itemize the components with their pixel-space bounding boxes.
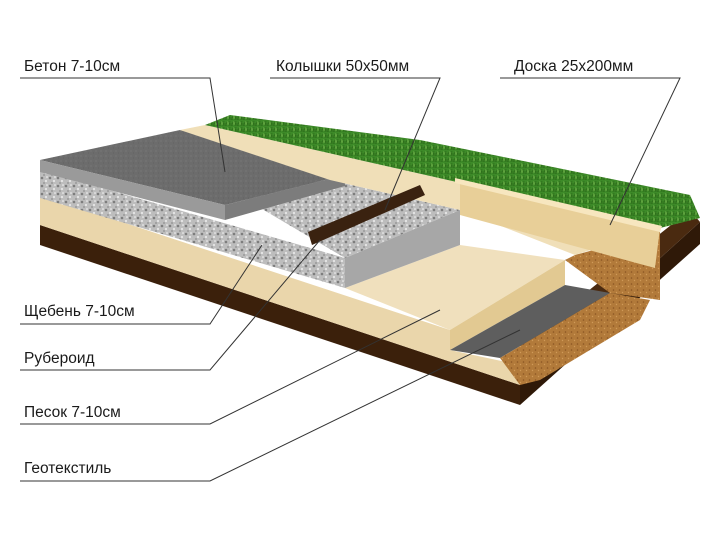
label-concrete: Бетон 7-10см	[24, 58, 121, 75]
label-stakes: Колышки 50х50мм	[276, 58, 410, 75]
gravel-layer-side	[345, 210, 460, 288]
concrete-slab-side	[225, 175, 345, 220]
leader-stakes	[270, 77, 441, 211]
leader-concrete	[20, 77, 226, 173]
leader-sand	[20, 309, 441, 425]
geotextile-strip	[450, 285, 610, 358]
label-sand: Песок 7-10см	[24, 404, 121, 421]
leader-geotextile	[20, 329, 521, 482]
loose-soil-trench	[500, 293, 650, 385]
label-roofing: Рубероид	[24, 350, 95, 367]
sand-layer-top	[345, 245, 565, 330]
leader-gravel	[20, 244, 263, 325]
label-geotextile: Геотекстиль	[24, 460, 112, 477]
label-gravel: Щебень 7-10см	[24, 303, 135, 320]
label-board: Доска 25х200мм	[514, 58, 634, 75]
concrete-slab-front	[40, 160, 225, 220]
board-top	[455, 178, 662, 232]
sand-layer-step-front	[450, 260, 565, 350]
board-face	[460, 180, 660, 268]
soil-base-front	[40, 225, 520, 405]
grass-top	[205, 115, 700, 228]
leader-lines	[20, 77, 681, 482]
gravel-layer-front	[40, 170, 345, 288]
concrete-slab-top	[40, 130, 345, 205]
sand-layer-front	[40, 195, 520, 385]
leader-board	[500, 77, 681, 226]
leader-roofing	[20, 239, 321, 371]
stake	[308, 185, 425, 245]
